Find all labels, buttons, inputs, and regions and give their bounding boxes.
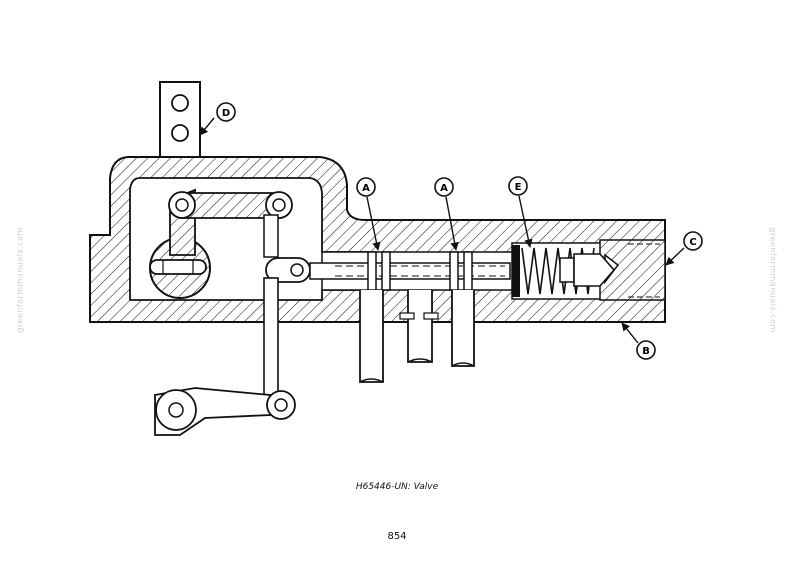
watermark-right: greenfarmmanuals.com — [768, 227, 778, 333]
hydraulic-ports — [359, 290, 475, 383]
mounting-bracket — [159, 81, 201, 158]
upper-link — [168, 191, 293, 258]
callout-a-right-label: A — [440, 183, 448, 194]
callout-e-label: E — [515, 182, 522, 193]
lower-linkage — [154, 277, 296, 436]
callout-d: D — [199, 102, 236, 136]
figure-caption: H65446-UN: Valve — [355, 482, 439, 492]
callout-d-label: D — [222, 108, 230, 119]
watermark-left: greenfarmmanuals.com — [15, 227, 25, 333]
page-number: 854 — [387, 531, 407, 542]
callout-a-right: A — [434, 177, 459, 251]
relief-spring — [512, 245, 616, 297]
callout-c: C — [665, 231, 703, 266]
callout-c-label: C — [689, 237, 696, 248]
callout-b: B — [621, 322, 656, 360]
callout-e: E — [508, 176, 533, 248]
callout-a-left-label: A — [362, 183, 370, 194]
callout-b-label: B — [642, 346, 650, 357]
callout-a-left: A — [356, 177, 381, 251]
